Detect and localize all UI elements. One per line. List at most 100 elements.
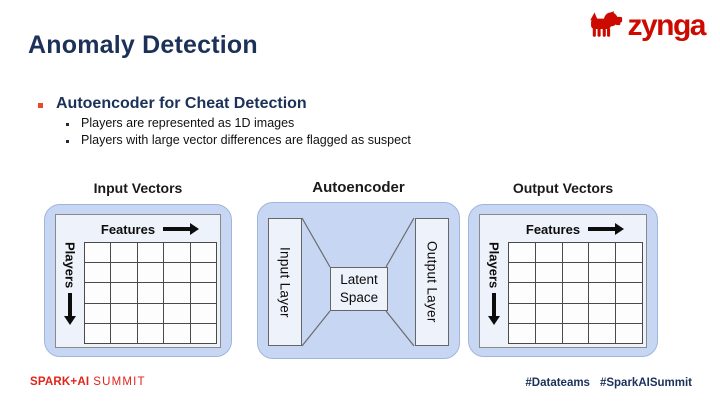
grid-cell [535,263,562,283]
sub-bullet-text: Players with large vector differences ar… [81,133,411,147]
sub-bullet-list: Players are represented as 1D images Pla… [66,116,411,147]
grid-cell [164,303,190,323]
features-label: Features [525,221,581,237]
players-label: Players [62,242,78,289]
grid-cell [589,283,616,303]
grid-cell [616,263,642,283]
grid-cell [190,283,216,303]
input-layer-label: Input Layer [277,246,293,318]
grid-cell [111,303,137,323]
arrow-down-icon [487,293,500,326]
grid-cell [137,243,164,263]
features-label: Features [100,221,156,237]
grid-cell [589,243,616,263]
zynga-logo: zynga [585,8,706,42]
features-axis: Features [508,217,642,241]
input-layer-node: Input Layer [268,218,302,346]
main-bullet-text: Autoencoder for Cheat Detection [56,95,307,112]
sub-bullet: Players with large vector differences ar… [66,133,411,147]
arrow-right-icon [163,222,200,235]
grid-cell [164,243,190,263]
latent-label-line2: Space [339,290,379,305]
hashtag-datateams: #Datateams [525,377,590,389]
grid-cell [85,303,111,323]
grid-cell [111,323,137,343]
grid-cell [562,323,589,343]
bullet-marker-icon [38,103,43,108]
grid-cell [535,323,562,343]
output-data-grid [508,242,643,344]
grid-cell [616,303,642,323]
input-data-grid [84,242,217,344]
grid-cell [562,243,589,263]
grid-cell [589,303,616,323]
sub-bullet-marker-icon [66,123,69,126]
output-layer-label: Output Layer [424,241,440,323]
grid-cell [190,303,216,323]
grid-cell [589,323,616,343]
output-vectors-title: Output Vectors [512,180,614,196]
sub-bullet-text: Players are represented as 1D images [81,116,295,130]
output-layer-node: Output Layer [415,218,449,346]
grid-cell [137,283,164,303]
grid-cell [85,323,111,343]
grid-cell [111,243,137,263]
latent-label-line1: Latent [340,272,378,288]
grid-cell [509,243,535,263]
grid-cell [509,263,535,283]
grid-cell [616,243,642,263]
main-bullet: Autoencoder for Cheat Detection [38,95,411,113]
input-vectors-inner: Features Players [55,214,221,348]
output-vectors-inner: Features Players [479,214,647,348]
grid-cell [509,283,535,303]
input-vectors-title: Input Vectors [93,180,183,196]
output-vectors-box: Features Players [468,204,658,357]
input-vectors-panel: Input Vectors Features Players [44,178,232,357]
conference-logo-light: SUMMIT [93,375,146,388]
grid-cell [589,263,616,283]
grid-cell [190,323,216,343]
features-axis: Features [84,217,216,241]
grid-cell [164,323,190,343]
hashtags: #Datateams #SparkAISummit [525,377,692,389]
sub-bullet-marker-icon [66,140,69,143]
grid-cell [535,243,562,263]
autoencoder-box: Input Layer Latent Space Output Layer [257,202,460,359]
zynga-wordmark: zynga [627,8,706,42]
grid-cell [85,243,111,263]
arrow-down-icon [63,293,76,326]
players-label: Players [486,242,502,289]
grid-cell [562,263,589,283]
grid-cell [509,303,535,323]
conference-logo-bold: SPARK+AI [30,375,90,388]
grid-cell [616,283,642,303]
grid-cell [190,243,216,263]
grid-cell [137,303,164,323]
bullet-list: Autoencoder for Cheat Detection Players … [38,95,411,150]
input-vectors-box: Features Players [44,204,232,357]
grid-cell [164,283,190,303]
latent-space-node: Latent Space [330,267,388,311]
grid-cell [85,263,111,283]
grid-cell [190,263,216,283]
grid-cell [111,263,137,283]
hashtag-sparkaisummit: #SparkAISummit [599,377,692,389]
autoencoder-title: Autoencoder [312,179,405,196]
zynga-dog-icon [585,9,623,42]
grid-cell [111,283,137,303]
players-axis: Players [56,242,84,342]
grid-cell [137,263,164,283]
grid-cell [616,323,642,343]
grid-cell [85,283,111,303]
grid-cell [535,283,562,303]
grid-cell [164,263,190,283]
output-vectors-panel: Output Vectors Features Players [468,178,658,357]
grid-cell [535,303,562,323]
grid-cell [562,303,589,323]
autoencoder-panel: Autoencoder Input Layer Latent Space Out… [257,178,460,359]
grid-cell [137,323,164,343]
grid-cell [562,283,589,303]
sub-bullet: Players are represented as 1D images [66,116,411,130]
